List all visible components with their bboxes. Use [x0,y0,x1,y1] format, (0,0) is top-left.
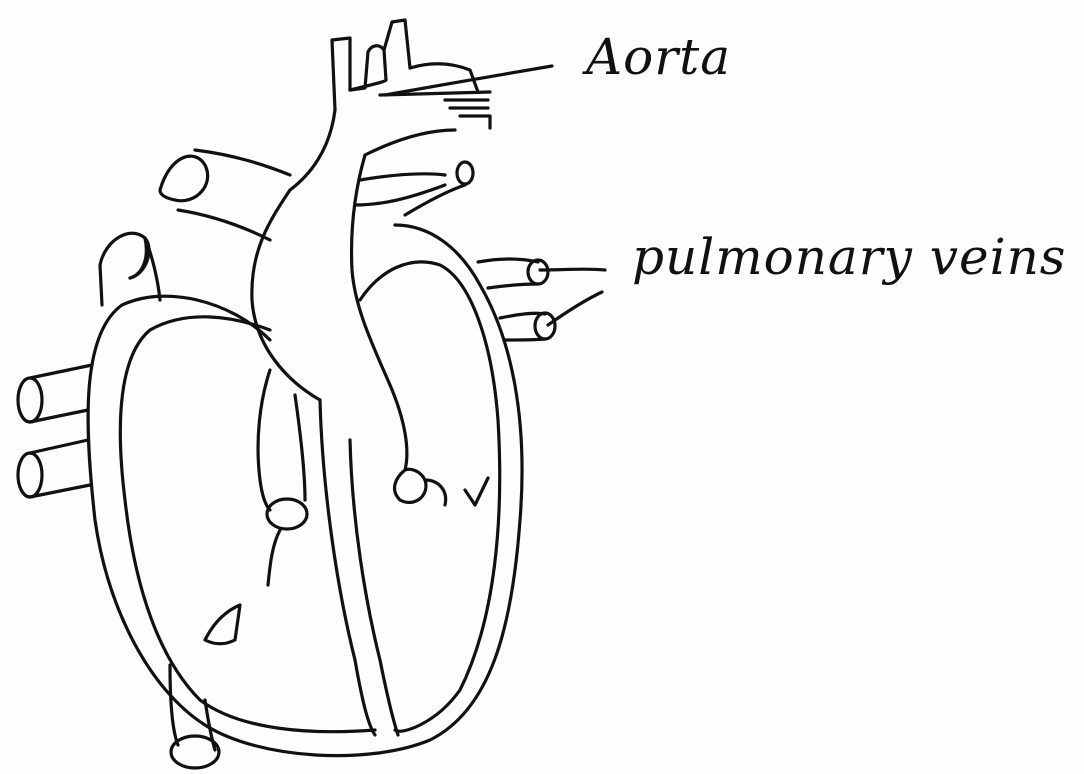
aorta [252,20,490,470]
superior-vena-cava [100,150,290,305]
aorta-label: Aorta [586,28,731,86]
pulmonary-veins-label: pulmonary veins [632,228,1066,286]
septum [320,400,398,735]
pulmonary-veins-leader-line-2 [548,292,602,325]
pulmonary-veins-leader-line-1 [540,269,605,270]
left-pulmonary-veins [18,365,92,497]
pulmonary-trunk [355,162,473,215]
inner-vessels [205,370,488,644]
